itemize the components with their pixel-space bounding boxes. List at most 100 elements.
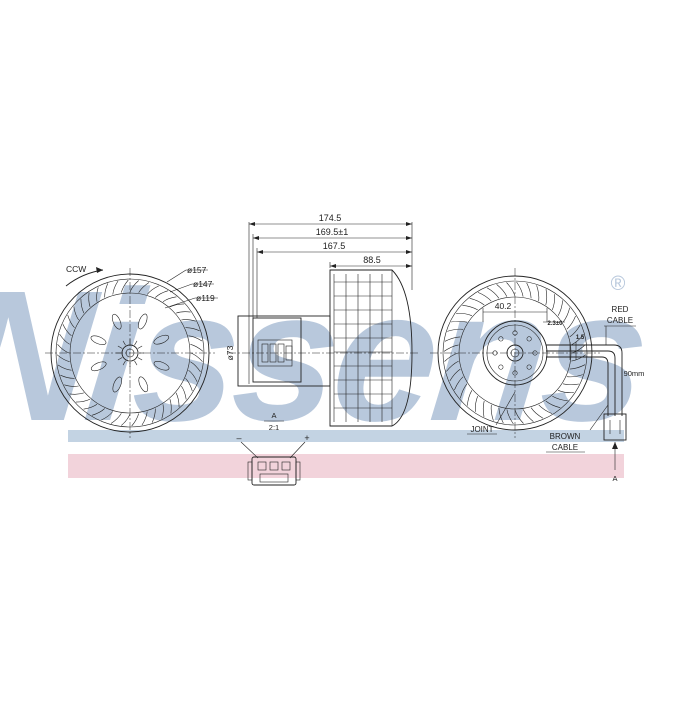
rear-view: 40.2 2.3±0 1.5 RED CABLE 90mm BROWN CABL…: [430, 268, 644, 483]
red-cable-label-2: CABLE: [607, 316, 633, 325]
pin-minus-label: –: [236, 433, 241, 443]
hub-slot: [138, 313, 148, 330]
flange-hole: [526, 364, 532, 370]
impeller-blade: [569, 324, 581, 338]
impeller-blade: [59, 333, 70, 345]
impeller-blade: [530, 407, 544, 419]
impeller-blade: [75, 398, 91, 403]
impeller-blade: [571, 344, 586, 354]
hub-slot: [153, 334, 170, 345]
impeller-blade: [176, 311, 191, 314]
impeller-blade: [449, 368, 461, 382]
impeller-blade: [446, 360, 459, 372]
impeller-blade: [104, 283, 109, 298]
impeller-blade: [477, 292, 492, 302]
rear-impeller-blades: [443, 281, 587, 425]
dimension-167-5: 167.5: [323, 241, 346, 251]
impeller-blade: [181, 385, 187, 400]
side-view: 174.5 169.5±1 167.5 88.5 ø73: [225, 213, 420, 427]
impeller-blade: [536, 285, 540, 302]
impeller-blade: [155, 290, 169, 298]
impeller-blade: [190, 344, 204, 352]
hub-spoke: [134, 340, 138, 346]
impeller-blade: [545, 289, 548, 306]
detail-view-label: A: [271, 411, 276, 420]
impeller-blade: [112, 280, 119, 295]
impeller-blade: [444, 352, 459, 362]
hub-slot: [90, 361, 107, 372]
impeller-blade: [185, 378, 193, 392]
impeller-blade: [516, 281, 524, 297]
hub-spoke: [137, 357, 143, 361]
impeller-blade: [169, 399, 172, 414]
impeller-blade: [571, 334, 584, 346]
impeller-blade: [552, 395, 568, 401]
impeller-blade: [60, 374, 75, 379]
height-label: ø73: [225, 345, 235, 360]
flange-hole: [498, 364, 504, 370]
impeller-blade: [91, 408, 105, 416]
impeller-blade: [538, 404, 553, 414]
impeller-blade: [129, 280, 139, 293]
impeller-blade: [444, 336, 461, 342]
impeller-blade: [451, 320, 468, 323]
small-label-2: 1.5: [576, 335, 585, 341]
hub-slot: [112, 376, 122, 393]
impeller-blade: [162, 296, 177, 302]
impeller-blade: [545, 400, 561, 408]
impeller-blade: [482, 400, 485, 417]
impeller-blade: [514, 409, 524, 424]
impeller-blade: [552, 294, 556, 311]
impeller-blade: [490, 404, 494, 421]
impeller-blade: [121, 279, 129, 293]
impeller-blade: [498, 407, 504, 424]
impeller-blade: [447, 328, 464, 332]
impeller-blade: [175, 392, 180, 408]
impeller-blade: [146, 285, 159, 295]
hub-spoke: [117, 357, 123, 361]
front-view: CCW ø157 ø147 ø119: [45, 264, 218, 438]
red-cable-label-1: RED: [612, 305, 629, 314]
hub-spoke: [117, 345, 123, 349]
impeller-blade: [443, 344, 459, 352]
hub-spoke: [134, 360, 138, 366]
impeller-blade: [88, 292, 91, 307]
dimension-169-5: 169.5±1: [316, 227, 348, 237]
rotation-label: CCW: [66, 264, 86, 274]
impeller-blade: [462, 305, 478, 311]
impeller-blade: [486, 287, 500, 299]
impeller-blade: [169, 303, 185, 308]
impeller-blade: [141, 411, 148, 426]
impeller-blade: [96, 287, 99, 302]
impeller-blade: [121, 413, 131, 426]
drum-slats: [334, 274, 392, 422]
impeller-blade: [188, 335, 203, 342]
impeller-blade: [57, 344, 70, 354]
impeller-blade: [562, 307, 570, 323]
impeller-blade: [460, 383, 468, 399]
pin-plus-label: +: [304, 433, 309, 443]
impeller-blade: [138, 282, 150, 293]
pink-band: [68, 454, 624, 478]
impeller-blade: [56, 354, 70, 362]
hub-spoke: [137, 345, 143, 349]
hub-slot: [138, 376, 149, 393]
impeller-blade: [571, 354, 587, 362]
impeller-blade: [64, 384, 79, 387]
impeller-blade: [62, 324, 72, 337]
impeller-blade: [67, 314, 75, 328]
impeller-blade: [566, 315, 576, 330]
impeller-blade: [566, 374, 583, 378]
impeller-blade: [73, 306, 79, 321]
impeller-blade: [562, 383, 579, 386]
impeller-blade: [69, 392, 84, 395]
impeller-blade: [101, 411, 114, 421]
impeller-blade: [469, 298, 485, 306]
impeller-blade: [185, 327, 200, 332]
flange-hole: [498, 336, 504, 342]
impeller-blade: [467, 390, 473, 406]
impeller-blade: [569, 364, 586, 370]
dimension-88-5: 88.5: [363, 255, 381, 265]
brown-cable-label-1: BROWN: [550, 432, 581, 441]
